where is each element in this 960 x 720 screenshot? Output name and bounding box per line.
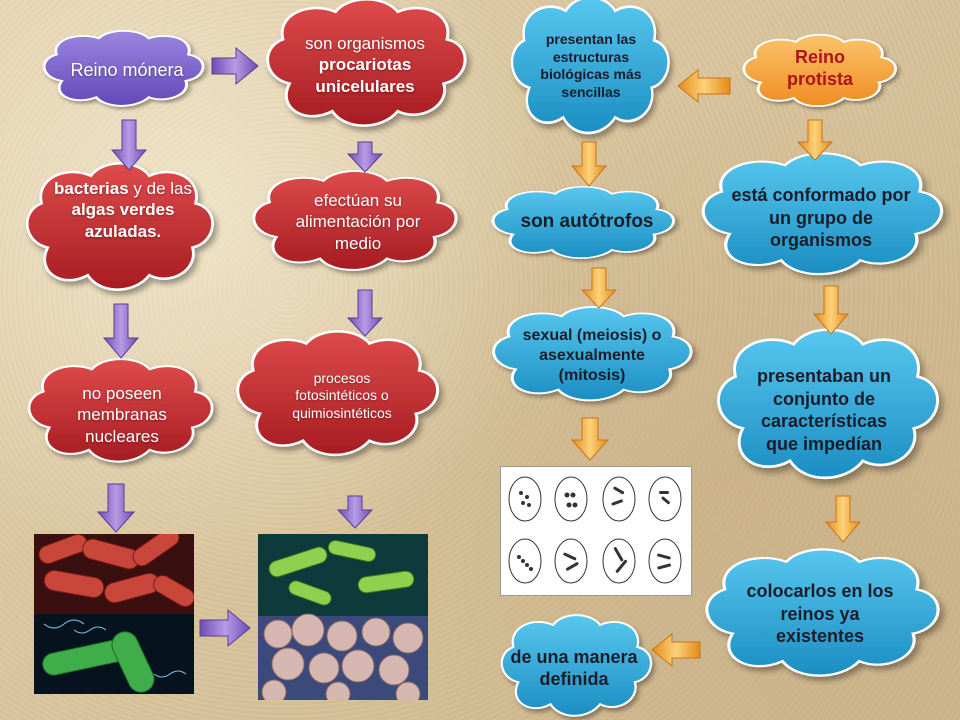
arrow-protista-to-conformado [796,119,834,161]
arrow-caracteristicas-to-colocarlos [824,495,862,543]
reproduccion-label: sexual (meiosis) o asexualmente (mitosis… [522,327,662,384]
arrow-estructuras-to-autotrofos [570,141,608,187]
autotrofos-label: son autótrofos [520,211,654,233]
reino-protista-label: Reino protista [786,46,853,90]
arrow-monera-to-bacterias [110,119,148,171]
bacteria-photo-collage [34,534,194,694]
membranas-label: no poseen membranas nucleares [77,384,167,446]
conformado-label: está conformado por un grupo de organism… [731,185,911,251]
arrow-membranas-to-photo [96,483,136,533]
arrow-protista-to-estructuras [677,68,731,104]
bacteria-render-art [258,534,428,700]
procesos-label: procesos fotosintéticos o quimiosintétic… [292,369,392,421]
arrow-alimentacion-to-procesos [346,289,384,337]
arrow-bacterias-to-membranas [102,303,140,359]
colocarlos-label: colocarlos en los reinos ya existentes [746,581,894,647]
procariotas-label: son organismos procariotas unicelulares [304,34,425,96]
caracteristicas-label: presentaban un conjunto de característic… [756,366,892,454]
definida-label: de una manera definida [510,646,638,690]
arrow-monera-to-procariotas [211,46,259,86]
arrow-reproduccion-to-diagram [570,417,610,461]
arrow-autotrofos-to-reproduccion [580,267,618,309]
bacterial-shapes-diagram [500,466,692,596]
arrow-photo-to-photo [199,608,251,648]
bacteria-photo-art [34,534,194,694]
reino-monera-label: Reino mónera [70,59,184,80]
arrow-procariotas-to-alimentacion [346,141,384,173]
bacteria-photo-render [258,534,428,700]
estructuras-label: presentan las estructuras biológicas más… [540,31,642,100]
alimentacion-label: efectúan su alimentación por medio [295,191,421,253]
arrow-procesos-to-photo [336,495,374,529]
bacterias-label: bacterias y de las algas verdes azuladas… [54,179,192,241]
arrow-colocarlos-to-definida [651,632,701,668]
arrow-conformado-to-caracteristicas [812,285,850,335]
bacterial-shapes-art [508,476,682,584]
